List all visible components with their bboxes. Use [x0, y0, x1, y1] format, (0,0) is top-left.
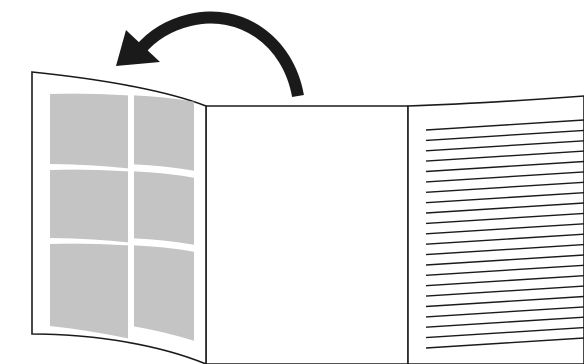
photo-grid-group [50, 93, 194, 341]
left-folding-panel [31, 71, 207, 364]
text-line [425, 306, 584, 318]
text-line [425, 337, 584, 349]
text-line [425, 316, 584, 328]
middle-panel [205, 105, 409, 364]
text-line [425, 202, 584, 214]
text-line [425, 119, 584, 131]
text-line [425, 171, 584, 183]
text-line [425, 160, 584, 173]
text-line [425, 264, 584, 276]
photo-block [50, 93, 128, 169]
photo-block [50, 169, 128, 243]
text-line [425, 181, 584, 193]
photo-block [134, 171, 194, 245]
text-line [425, 233, 584, 245]
text-line [425, 140, 584, 152]
curved-arrow-left-icon [116, 11, 304, 98]
text-lines-group [425, 119, 584, 349]
text-line [425, 326, 584, 339]
text-line [425, 212, 584, 225]
text-line [425, 129, 584, 142]
photo-block [50, 243, 128, 339]
text-line [425, 243, 584, 256]
text-line [425, 223, 584, 235]
text-line [425, 275, 584, 287]
text-line [425, 150, 584, 162]
text-line [425, 254, 584, 266]
photo-block [134, 245, 194, 341]
right-text-panel [407, 95, 584, 364]
text-line [425, 295, 584, 308]
text-line [425, 285, 584, 297]
photo-block [134, 95, 194, 171]
text-line [425, 192, 584, 204]
